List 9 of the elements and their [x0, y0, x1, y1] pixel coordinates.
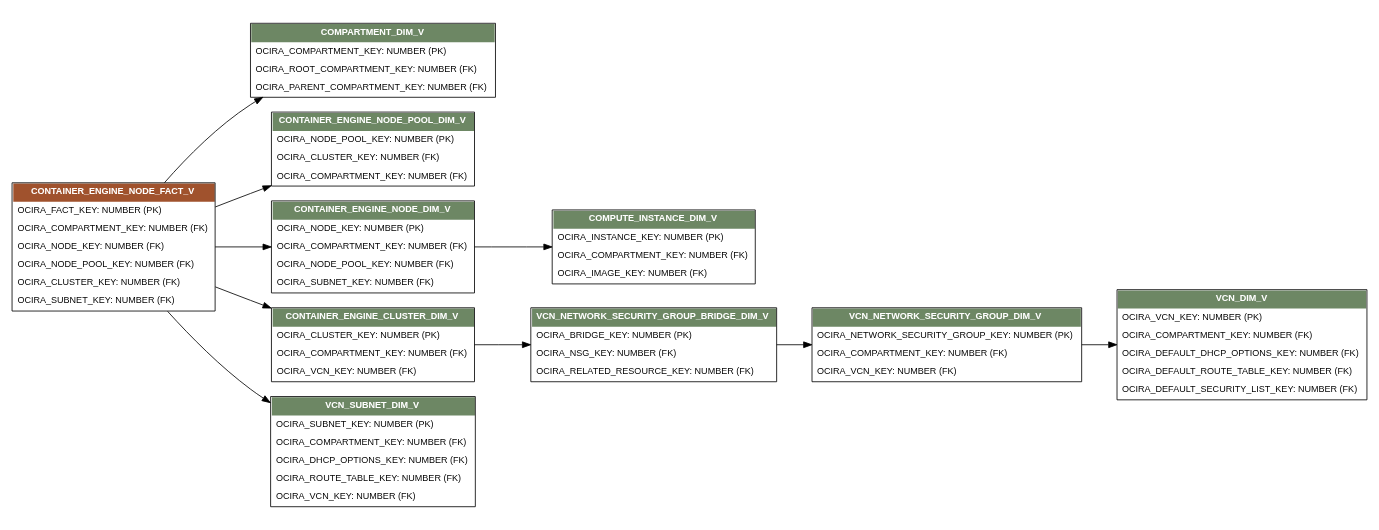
arrow — [1081, 341, 1118, 349]
arrow — [776, 341, 813, 349]
arrow — [214, 286, 272, 309]
arrow — [167, 310, 271, 404]
arrow — [164, 96, 264, 184]
arrow — [474, 243, 553, 251]
arrow — [474, 341, 532, 349]
arrow — [214, 185, 272, 208]
arrow — [214, 243, 272, 251]
